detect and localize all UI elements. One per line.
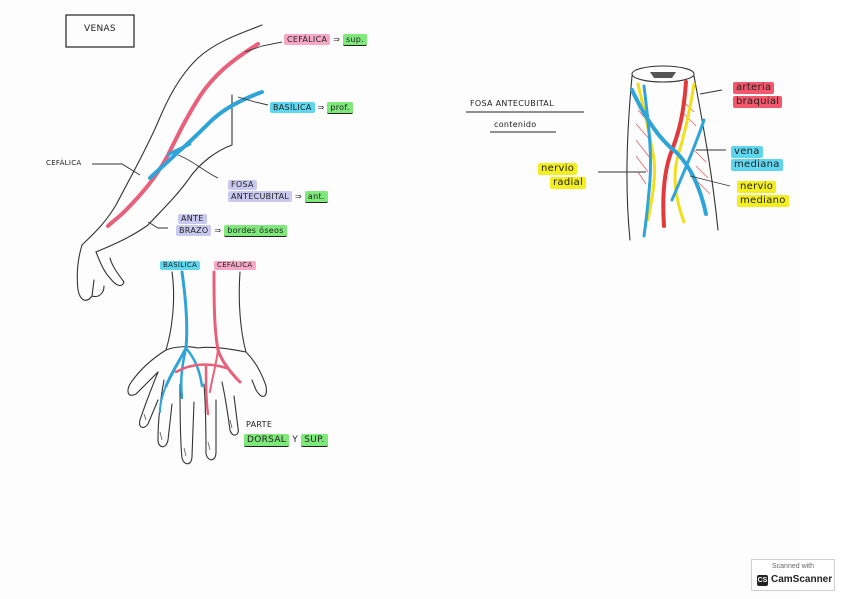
label-cefalica-left: CEFÁLICA <box>46 159 82 167</box>
arrow-icon: ⇒ <box>333 35 341 44</box>
label-parte: PARTE <box>246 420 273 429</box>
fossa-outline <box>626 65 719 241</box>
label-hand-basilica: BASÍLICA <box>160 261 201 270</box>
basilica-vein-arm <box>148 90 264 180</box>
hand-pink-branch-2 <box>209 349 219 393</box>
arm-leader-lines <box>92 41 283 229</box>
mediana-cubital-vein <box>166 142 192 157</box>
badge-caption: Scanned with <box>771 563 815 570</box>
hand-blue-branch-3 <box>159 385 167 413</box>
hand-pink-arch <box>174 363 228 374</box>
label-arteria-line1: arteria <box>733 82 775 94</box>
arm-veins <box>106 42 264 228</box>
fosa-result: ant. <box>304 191 328 203</box>
badge-brand: CamScanner <box>771 574 833 585</box>
label-vena-line2: mediana <box>731 159 783 171</box>
sup-word: SUP. <box>301 434 328 447</box>
label-nervio-radial-line1: nervio <box>538 163 578 175</box>
fossa-title-lines <box>466 111 584 133</box>
arm-outline <box>76 24 263 301</box>
hand-blue-branch-1 <box>179 346 188 400</box>
notebook-page <box>0 0 800 599</box>
finger-nails <box>143 413 233 457</box>
label-cefalica-top: CEFÁLICA ⇒ sup. <box>284 34 368 46</box>
fosa-name: ANTECUBITAL <box>228 191 293 202</box>
label-nervio-mediano-line1: nervio <box>737 181 777 193</box>
arteria-braquial <box>661 80 688 228</box>
vena-lateral <box>642 84 653 238</box>
page-title: VENAS <box>84 24 116 34</box>
fossa-title: FOSA ANTECUBITAL <box>470 99 554 108</box>
label-arteria-line2: braquial <box>733 96 783 108</box>
fossa-bone-cut <box>650 72 676 78</box>
cefalica-top-result: sup. <box>342 34 368 46</box>
arrow-icon: ⇒ <box>317 103 325 112</box>
basilica-name: BASÍLICA <box>270 102 315 113</box>
label-fosa: ANTECUBITAL ⇒ ant. <box>228 191 328 203</box>
label-fosa-line1: FOSA <box>228 180 257 190</box>
title-box <box>65 14 135 48</box>
hand-blue-branch-2 <box>184 346 204 388</box>
fossa-leader-lines <box>598 89 731 187</box>
label-dorsal-sup: DORSAL Y SUP. <box>244 434 328 447</box>
label-nervio-mediano-line2: mediano <box>737 195 789 207</box>
fossa-structures <box>630 80 708 238</box>
camscanner-badge: Scanned with CS CamScanner <box>751 559 835 591</box>
basilica-result: prof. <box>327 102 353 114</box>
antebrazo-name: BRAZO <box>176 225 212 236</box>
arrow-icon: ⇒ <box>295 192 303 201</box>
antebrazo-result: bordes óseos <box>224 225 287 237</box>
page-margin <box>800 0 848 599</box>
hand-outline <box>127 271 267 465</box>
fossa-muscle-hatching <box>635 99 711 195</box>
nervio-radial <box>636 82 656 222</box>
vena-medial <box>670 118 706 202</box>
cefalica-top-name: CEFÁLICA <box>284 34 331 45</box>
y-word: Y <box>292 435 299 445</box>
arrow-icon: ⇒ <box>214 226 222 235</box>
label-nervio-radial-line2: radial <box>550 177 587 189</box>
hand-pink-branch-1 <box>204 364 210 416</box>
label-antebrazo-line1: ANTE <box>178 214 207 224</box>
label-antebrazo: BRAZO ⇒ bordes óseos <box>176 225 287 237</box>
fossa-subtitle: contenido <box>494 120 537 129</box>
camscanner-logo-icon: CS <box>757 575 768 586</box>
label-basilica: BASÍLICA ⇒ prof. <box>270 102 353 114</box>
label-hand-cefalica: CEFÁLICA <box>214 261 256 270</box>
hand-veins <box>159 270 242 416</box>
label-vena-line1: vena <box>731 146 763 158</box>
vena-mediana <box>630 88 708 216</box>
dorsal-word: DORSAL <box>244 434 290 447</box>
